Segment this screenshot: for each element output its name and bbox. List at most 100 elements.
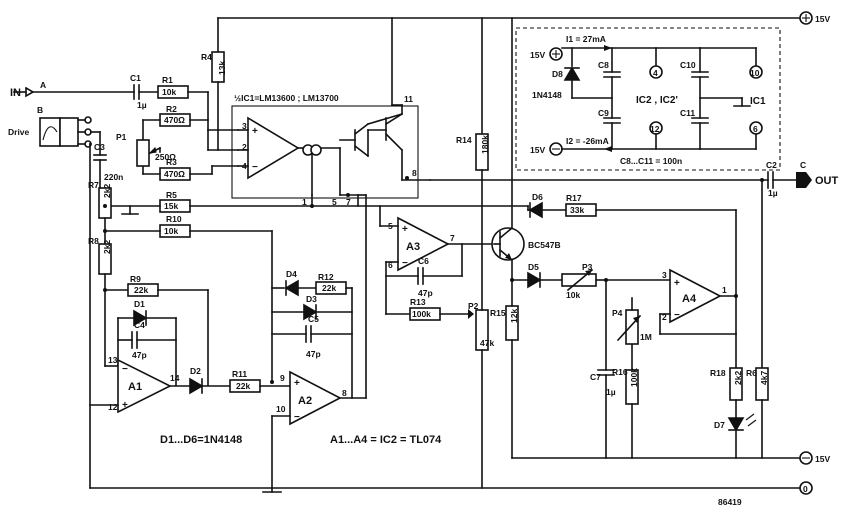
c2-name: C2 (766, 160, 777, 170)
opamps-note: A1...A4 = IC2 = TL074 (330, 434, 442, 446)
svg-text:12: 12 (108, 402, 118, 412)
capacitor-c3: C3 220n (93, 142, 123, 182)
c7-value: 1µ (606, 387, 616, 397)
in-letter: A (40, 80, 46, 90)
r15-value: 12k (509, 309, 519, 323)
r4-value: 13k (217, 61, 227, 75)
drive-letter: B (37, 105, 43, 115)
svg-text:−: − (122, 364, 128, 375)
d6-name: D6 (532, 192, 543, 202)
supply-15v-bottom: 15V (530, 145, 545, 155)
ic1-title: ½IC1=LM13600 ; LM13700 (234, 93, 339, 103)
a1-name: A1 (128, 381, 142, 393)
p4-value: 1M (640, 332, 652, 342)
svg-text:7: 7 (346, 197, 351, 207)
c10-name: C10 (680, 60, 696, 70)
p3-name: P3 (582, 262, 593, 272)
c4-name: C4 (134, 320, 145, 330)
c5-value: 47p (306, 349, 321, 359)
resistor-r11: R11 22k (229, 369, 261, 393)
r1-value: 10k (162, 87, 176, 97)
d8-type: 1N4148 (532, 90, 562, 100)
r10-name: R10 (166, 214, 182, 224)
plus-15v-rail: 15V (217, 11, 830, 25)
c6-value: 47p (418, 288, 433, 298)
t1-type: BC547B (528, 240, 561, 250)
d1-name: D1 (134, 299, 145, 309)
input-jack-a: IN A (10, 80, 135, 99)
svg-text:+: + (122, 400, 128, 411)
svg-text:+: + (674, 278, 680, 289)
d3-name: D3 (306, 294, 317, 304)
c3-name: C3 (94, 142, 105, 152)
pin-4-label: 4 (653, 68, 658, 78)
diode-d4: D4 (284, 269, 299, 297)
c3-value: 220n (104, 172, 123, 182)
r12-value: 22k (322, 283, 336, 293)
d5-name: D5 (528, 262, 539, 272)
svg-text:−: − (402, 258, 408, 269)
resistor-r8: R8 2k2 (88, 236, 112, 275)
r2-name: R2 (166, 104, 177, 114)
c11-name: C11 (680, 108, 695, 118)
potentiometer-p4: P4 1M (612, 308, 652, 345)
resistor-r13: R13 100k (409, 297, 441, 321)
supply-i1: I1 = 27mA (566, 34, 606, 44)
zero-volt-rail: 0 (89, 481, 813, 495)
resistor-r16: R16 100k (612, 367, 639, 405)
p1-value: 250Ω (155, 152, 176, 162)
opamp-a3: + − A3 5 6 7 (388, 216, 455, 272)
svg-text:8: 8 (412, 168, 417, 178)
r8-name: R8 (88, 236, 99, 246)
diode-d3: D3 (303, 294, 318, 321)
resistor-r6: R6 4k7 (746, 367, 769, 401)
svg-text:+: + (294, 378, 300, 389)
supply-15v-top: 15V (530, 50, 545, 60)
r11-value: 22k (236, 381, 250, 391)
resistor-r4: R4 13k (201, 17, 227, 151)
plus-15v-label: 15V (815, 14, 830, 24)
r10-value: 10k (164, 226, 178, 236)
supply-i2: I2 = -26mA (566, 136, 609, 146)
resistor-r14: R14 180k (456, 17, 490, 311)
diodes-note: D1...D6=1N4148 (160, 434, 242, 446)
ic2-label: IC2 , IC2' (636, 95, 678, 106)
d7-name: D7 (714, 420, 725, 430)
a2-name: A2 (298, 395, 312, 407)
drive-jack-b: B Drive (8, 105, 101, 489)
r4-name: R4 (201, 52, 212, 62)
r18-name: R18 (710, 368, 726, 378)
caps-note: C8...C11 = 100n (620, 156, 682, 166)
ota-ic1: ½IC1=LM13600 ; LM13700 + − 3 2 4 1 5 7 8… (231, 93, 431, 207)
minus-15v-label: 15V (815, 454, 830, 464)
p3-value: 10k (566, 290, 580, 300)
diode-d6: D6 (528, 192, 543, 219)
resistor-r18: R18 2k2 (710, 367, 743, 401)
a3-name: A3 (406, 241, 420, 253)
figure-number: 86419 (718, 497, 742, 507)
resistor-r5: R5 15k (159, 190, 191, 213)
capacitor-c5: C5 47p (305, 314, 321, 359)
resistor-r17: R17 33k (565, 193, 597, 217)
c1-value: 1µ (137, 100, 147, 110)
r7-value: 2k2 (102, 184, 112, 198)
drive-label: Drive (8, 127, 30, 137)
transistor-t1: BC547B (491, 226, 561, 262)
resistor-r2: R2 470Ω (159, 104, 191, 127)
p2-name: P2 (468, 301, 479, 311)
svg-text:+: + (252, 126, 258, 137)
svg-text:11: 11 (404, 94, 413, 104)
r16-name: R16 (612, 367, 628, 377)
r9-value: 22k (134, 285, 148, 295)
r3-value: 470Ω (164, 169, 185, 179)
r14-name: R14 (456, 135, 472, 145)
r13-name: R13 (410, 297, 426, 307)
pin-12-label: 12 (650, 124, 660, 134)
supply-decoupling: 15V I1 = 27mA 15V I2 = -26mA D8 1N4148 C… (515, 27, 781, 171)
pin-6-label: 6 (753, 124, 758, 134)
in-label: IN (10, 87, 21, 99)
minus-15v-rail: 15V (511, 451, 830, 465)
r14-value: 180k (480, 135, 490, 154)
output-jack-c: C OUT (796, 160, 839, 188)
